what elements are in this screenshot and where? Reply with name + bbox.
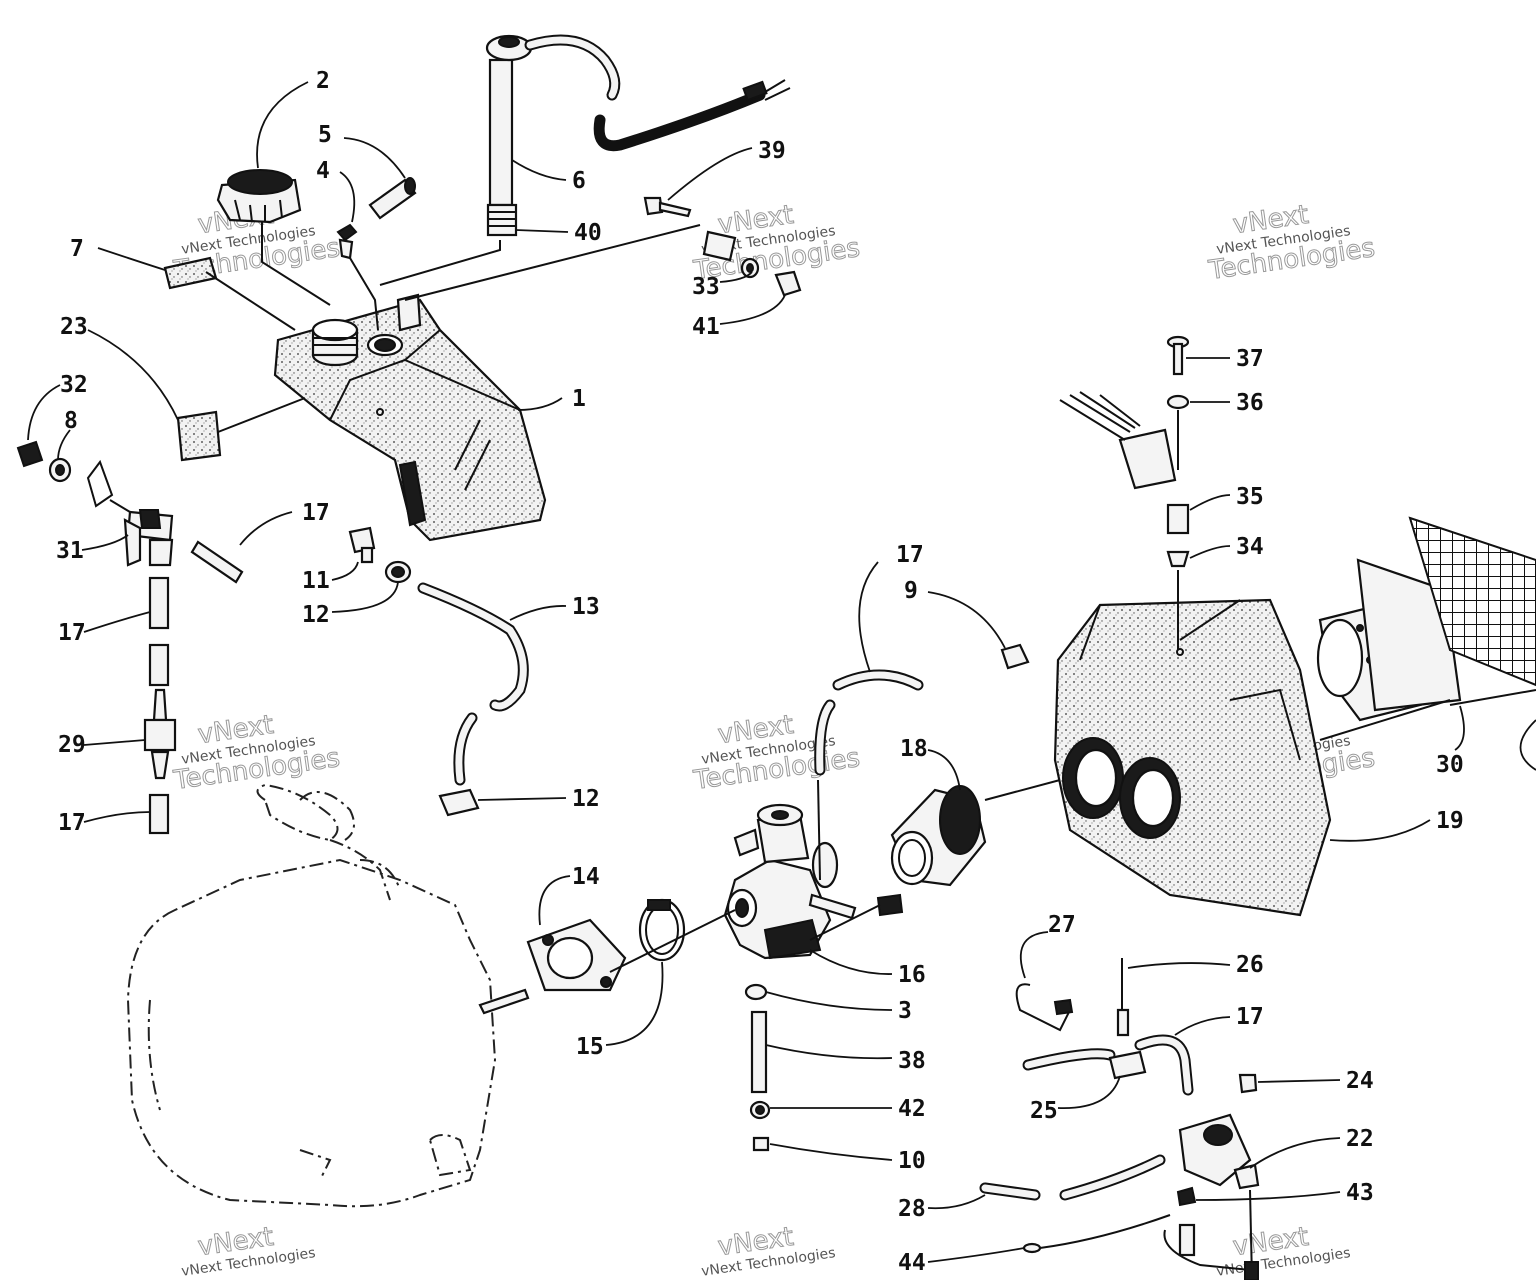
ground-wire: [1022, 1186, 1259, 1280]
watermark: vNext vNext Technologies: [700, 1221, 836, 1279]
callout-43: 43: [1346, 1180, 1374, 1206]
intake-boot: [890, 785, 987, 887]
callout-8: 8: [64, 408, 78, 434]
shutoff-valve: [16, 440, 244, 584]
callout-12: 12: [302, 602, 330, 628]
callouts: 1 2 5 4 6 40 39 7 33 41 23 32 8: [27, 68, 1536, 1276]
callout-33: 33: [692, 274, 720, 300]
callout-18: 18: [900, 736, 928, 762]
callout-16: 16: [898, 962, 926, 988]
hose-clamp: [384, 560, 412, 584]
callout-10: 10: [898, 1148, 926, 1174]
callout-12: 12: [572, 786, 600, 812]
intake-flange: [478, 918, 627, 1015]
pump-mount-parts: [1015, 958, 1147, 1080]
access-plate: [176, 410, 222, 462]
callout-38: 38: [898, 1048, 926, 1074]
callout-44: 44: [898, 1250, 926, 1276]
callout-26: 26: [1236, 952, 1264, 978]
callout-32: 32: [60, 372, 88, 398]
callout-7: 7: [70, 236, 84, 262]
callout-17: 17: [58, 810, 86, 836]
callout-23: 23: [60, 314, 88, 340]
vent-fitting: [336, 223, 358, 260]
callout-4: 4: [316, 158, 330, 184]
gauge-mount-hardware: [643, 196, 802, 297]
callout-17: 17: [896, 542, 924, 568]
callout-15: 15: [576, 1034, 604, 1060]
tank-filler-neck: [311, 318, 359, 367]
fuel-line: [417, 582, 529, 786]
callout-17: 17: [302, 500, 330, 526]
carb-drain-parts: [744, 983, 771, 1152]
watermark: vNext vNext Technologies: [180, 1221, 316, 1279]
callout-13: 13: [572, 594, 600, 620]
callout-14: 14: [572, 864, 600, 890]
hose-clamp: [438, 788, 480, 817]
callout-31: 31: [56, 538, 84, 564]
callout-6: 6: [572, 168, 586, 194]
fuel-cap: [216, 169, 302, 224]
callout-19: 19: [1436, 808, 1464, 834]
vent-hose: [368, 177, 417, 220]
silencer-mount-hardware: [1059, 335, 1190, 650]
callout-36: 36: [1236, 390, 1264, 416]
callout-29: 29: [58, 732, 86, 758]
callout-5: 5: [318, 122, 332, 148]
callout-2: 2: [316, 68, 330, 94]
callout-25: 25: [1030, 1098, 1058, 1124]
callout-9: 9: [904, 578, 918, 604]
callout-22: 22: [1346, 1126, 1374, 1152]
engine-outline: [126, 783, 497, 1208]
watermark: vNext vNext Technologies Technologies: [1206, 199, 1378, 286]
callout-17: 17: [58, 620, 86, 646]
callout-11: 11: [302, 568, 330, 594]
callout-1: 1: [572, 386, 586, 412]
callout-17: 17: [1236, 1004, 1264, 1030]
tank-outlet-fitting: [348, 526, 376, 564]
callout-3: 3: [898, 998, 912, 1024]
pump-hoses: [979, 1034, 1194, 1201]
explosion-lines: [109, 222, 1536, 973]
silencer-clip: [1000, 643, 1030, 670]
callout-24: 24: [1346, 1068, 1374, 1094]
tank-bracket: [396, 293, 422, 332]
callout-34: 34: [1236, 534, 1264, 560]
tank-gauge-hole: [366, 333, 404, 357]
fuel-gauge-sender: [485, 34, 791, 237]
callout-40: 40: [574, 220, 602, 246]
callout-37: 37: [1236, 346, 1264, 372]
callout-27: 27: [1048, 912, 1076, 938]
intake-tube: [1316, 516, 1536, 722]
callout-39: 39: [758, 138, 786, 164]
callout-30: 30: [1436, 752, 1464, 778]
callout-42: 42: [898, 1096, 926, 1122]
callout-41: 41: [692, 314, 720, 340]
carburetor: [723, 803, 904, 960]
watermark: vNext vNext Technologies Technologies: [171, 709, 343, 796]
callout-28: 28: [898, 1196, 926, 1222]
air-silencer: [1053, 598, 1332, 917]
carb-vent-hose: [814, 669, 924, 881]
watermark: vNext vNext Technologies: [1215, 1221, 1351, 1279]
callout-35: 35: [1236, 484, 1264, 510]
watermark: vNext vNext Technologies Technologies: [691, 709, 863, 796]
fuel-filter-line: [143, 576, 177, 835]
intake-clamp: [638, 898, 686, 962]
